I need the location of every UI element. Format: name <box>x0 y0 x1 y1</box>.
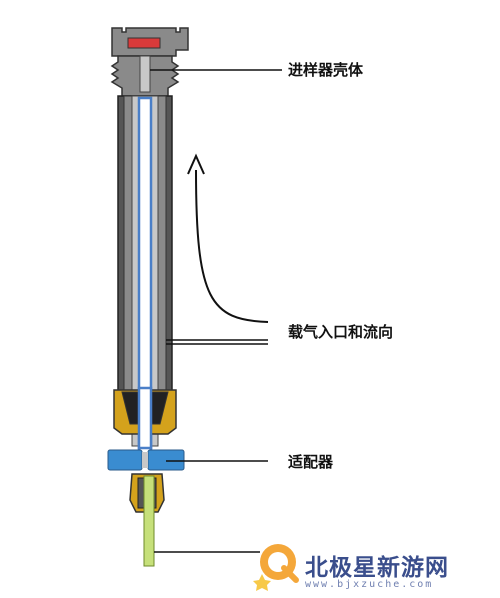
carrier-gas-label: 载气入口和流向 <box>288 323 394 341</box>
housing-neck <box>110 55 180 97</box>
housing-label: 进样器壳体 <box>288 61 364 79</box>
adapter-label: 适配器 <box>288 453 334 471</box>
lower-nut <box>113 386 177 450</box>
septum <box>127 37 161 49</box>
q-logo-icon <box>253 544 299 591</box>
housing-cap <box>111 27 189 57</box>
watermark-url: www.bjxzuche.com <box>305 579 434 590</box>
flow-arrow-icon <box>187 153 269 323</box>
adapter <box>107 449 185 471</box>
watermark-text: 北极星新游网 <box>305 555 449 581</box>
column <box>143 475 155 567</box>
